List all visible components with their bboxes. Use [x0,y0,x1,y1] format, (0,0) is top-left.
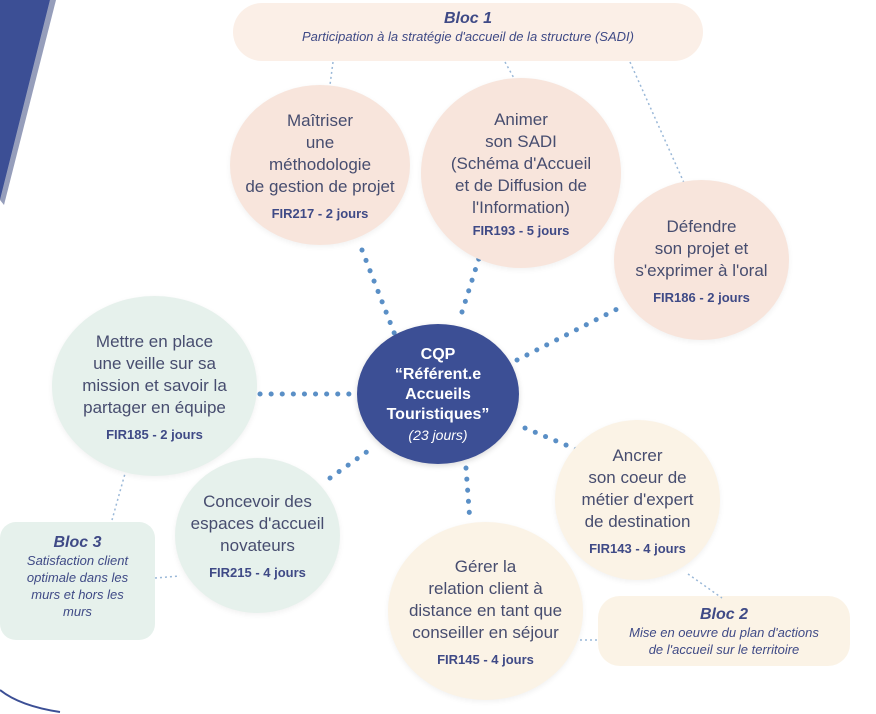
bloc1-label: Bloc 1 Participation à la stratégie d'ac… [233,10,703,45]
module-text: Gérer la [454,556,517,576]
module-text: Animer [494,109,548,129]
bloc2-label: Bloc 2 Mise en oeuvre du plan d'actions … [598,606,850,658]
module-fir143: Ancrer son coeur de métier d'expert de d… [555,420,720,580]
module-code: FIR217 - 2 jours [271,205,369,221]
module-fir145: Gérer la relation client à distance en t… [388,522,583,700]
bloc3-title: Bloc 3 [53,534,102,551]
bloc3-desc-line1: Satisfaction client [26,553,129,568]
module-text: mission et savoir la [82,375,227,395]
bloc-connectors [111,61,723,641]
bloc1-background [233,3,703,61]
module-text: Défendre [666,216,737,236]
module-fir193: Animer son SADI (Schéma d'Accueil et de … [421,78,621,268]
module-text: novateurs [220,536,295,555]
module-text: conseiller en séjour [412,622,559,642]
module-text: Ancrer [612,445,663,465]
bloc1-title: Bloc 1 [443,10,492,27]
corner-banner-shadow [0,0,56,205]
module-fir215: Concevoir des espaces d'accueil novateur… [175,458,340,613]
module-text: de destination [584,511,691,531]
center-cqp-node: CQP “Référent.e Accueils Touristiques” (… [357,324,519,464]
bottom-arc [0,689,61,713]
module-text: distance en tant que [408,600,563,620]
module-text: Maîtriser [286,110,354,130]
module-text: méthodologie [268,154,372,174]
module-fir185: Mettre en place une veille sur sa missio… [52,296,257,476]
spoke-connectors [257,247,628,525]
module-text: relation client à [428,578,543,598]
module-text: s'exprimer à l'oral [635,260,768,280]
bloc1-description: Participation à la stratégie d'accueil d… [302,29,634,44]
module-text: espaces d'accueil [190,514,325,533]
module-text: de gestion de projet [245,176,395,196]
module-text: Concevoir des [203,492,312,511]
bloc3-background [0,522,155,640]
module-code: FIR193 - 5 jours [472,222,570,238]
center-duration: (23 jours) [408,427,468,443]
bloc2-desc-line1: Mise en oeuvre du plan d'actions [629,625,819,640]
bloc3-desc-line2: optimale dans les [26,570,129,585]
module-code: FIR143 - 4 jours [589,540,686,556]
module-code: FIR145 - 4 jours [437,651,534,667]
module-text: (Schéma d'Accueil [450,153,592,173]
center-line1: CQP [420,346,456,363]
bloc2-title: Bloc 2 [699,606,748,623]
module-text: l'Information) [472,197,570,217]
bloc2-desc-line2: de l'accueil sur le territoire [648,642,800,657]
module-code: FIR186 - 2 jours [653,289,750,305]
center-line2: “Référent.e [394,366,482,383]
module-text: et de Diffusion de [455,175,587,195]
module-text: son SADI [485,131,557,151]
module-text: Mettre en place [95,331,214,351]
center-line4: Touristiques” [386,406,490,423]
center-line3: Accueils [405,386,471,403]
module-text: une [305,132,335,152]
module-fir186: Défendre son projet et s'exprimer à l'or… [614,180,789,340]
module-text: son projet et [654,238,749,258]
module-code: FIR185 - 2 jours [106,426,203,442]
module-code: FIR215 - 4 jours [209,565,306,580]
module-text: son coeur de [588,467,687,487]
module-fir217: Maîtriser une méthodologie de gestion de… [230,85,410,245]
module-text: une veille sur sa [93,353,216,373]
module-text: partager en équipe [83,397,226,417]
bloc3-label: Bloc 3 Satisfaction client optimale dans… [0,534,155,620]
bloc3-desc-line4: murs [63,604,92,619]
bloc2-background [598,596,850,666]
bloc3-desc-line3: murs et hors les [31,587,124,602]
module-text: métier d'expert [581,489,694,509]
